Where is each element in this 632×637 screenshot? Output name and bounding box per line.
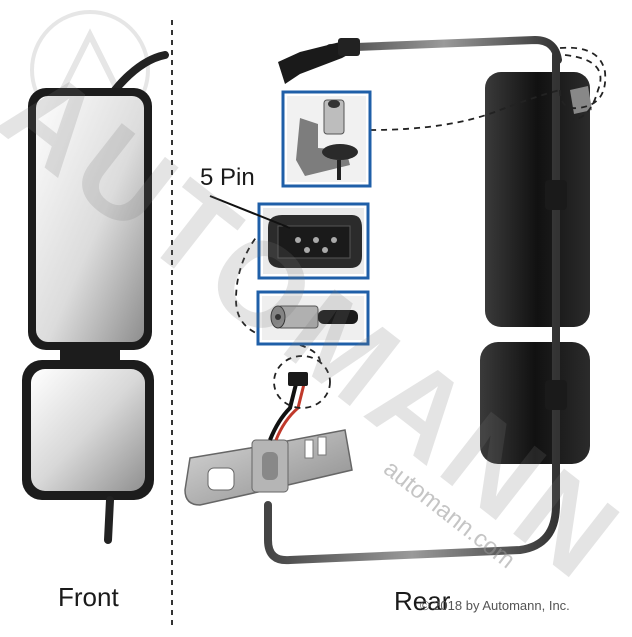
rear-convex-housing: [480, 342, 590, 464]
front-mirror-assembly: [22, 51, 169, 544]
callout-lines: [235, 46, 607, 409]
rear-label: Rear: [394, 586, 451, 616]
rear-main-housing: [485, 72, 590, 327]
inset-bracket: [281, 90, 372, 188]
inset-5-pin-connector: [209, 195, 370, 280]
connector-label: 5 Pin: [200, 164, 255, 191]
front-label: Front: [58, 582, 119, 612]
rear-mirror-assembly: [264, 35, 592, 565]
copyright-text: © 2018 by Automann, Inc.: [420, 598, 570, 613]
inset-coax-connector: [256, 290, 370, 346]
